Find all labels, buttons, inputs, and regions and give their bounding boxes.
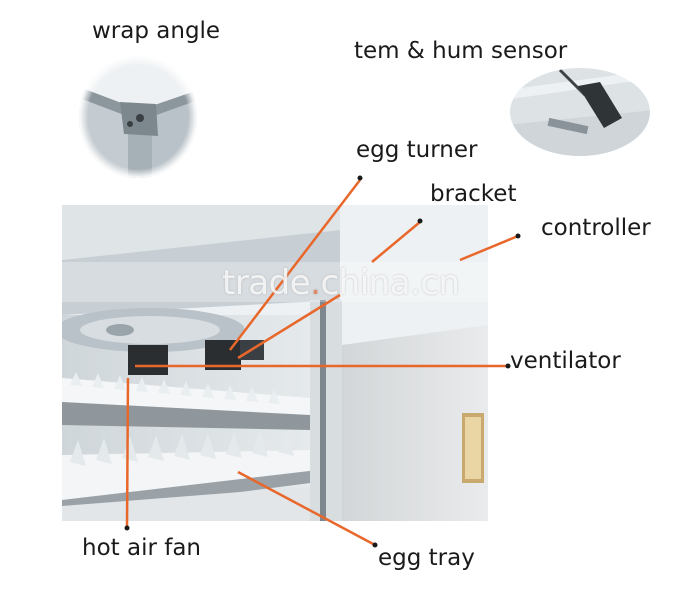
leader-dots	[124, 175, 521, 548]
leader-controller	[459, 234, 519, 262]
label-ventilator: ventilator	[510, 348, 621, 374]
label-egg-tray: egg tray	[378, 545, 475, 571]
label-wrap-angle: wrap angle	[92, 18, 221, 44]
label-hot-air-fan: hot air fan	[82, 535, 201, 561]
label-egg-turner: egg turner	[356, 137, 478, 163]
leader-egg-tray	[237, 470, 376, 547]
incubator-interior-photo	[62, 205, 488, 521]
sensor-inset-photo	[508, 66, 652, 158]
leader-bracket	[371, 221, 421, 263]
leader-hot-air-fan	[125, 377, 130, 528]
leader-egg-turner-2	[237, 293, 341, 360]
label-controller: controller	[541, 215, 651, 241]
label-tem-hum-sensor: tem & hum sensor	[354, 38, 568, 64]
leader-egg-turner	[229, 179, 361, 351]
label-bracket: bracket	[430, 181, 517, 207]
leader-lines	[125, 179, 519, 547]
watermark: trade.china.cn	[222, 263, 460, 303]
